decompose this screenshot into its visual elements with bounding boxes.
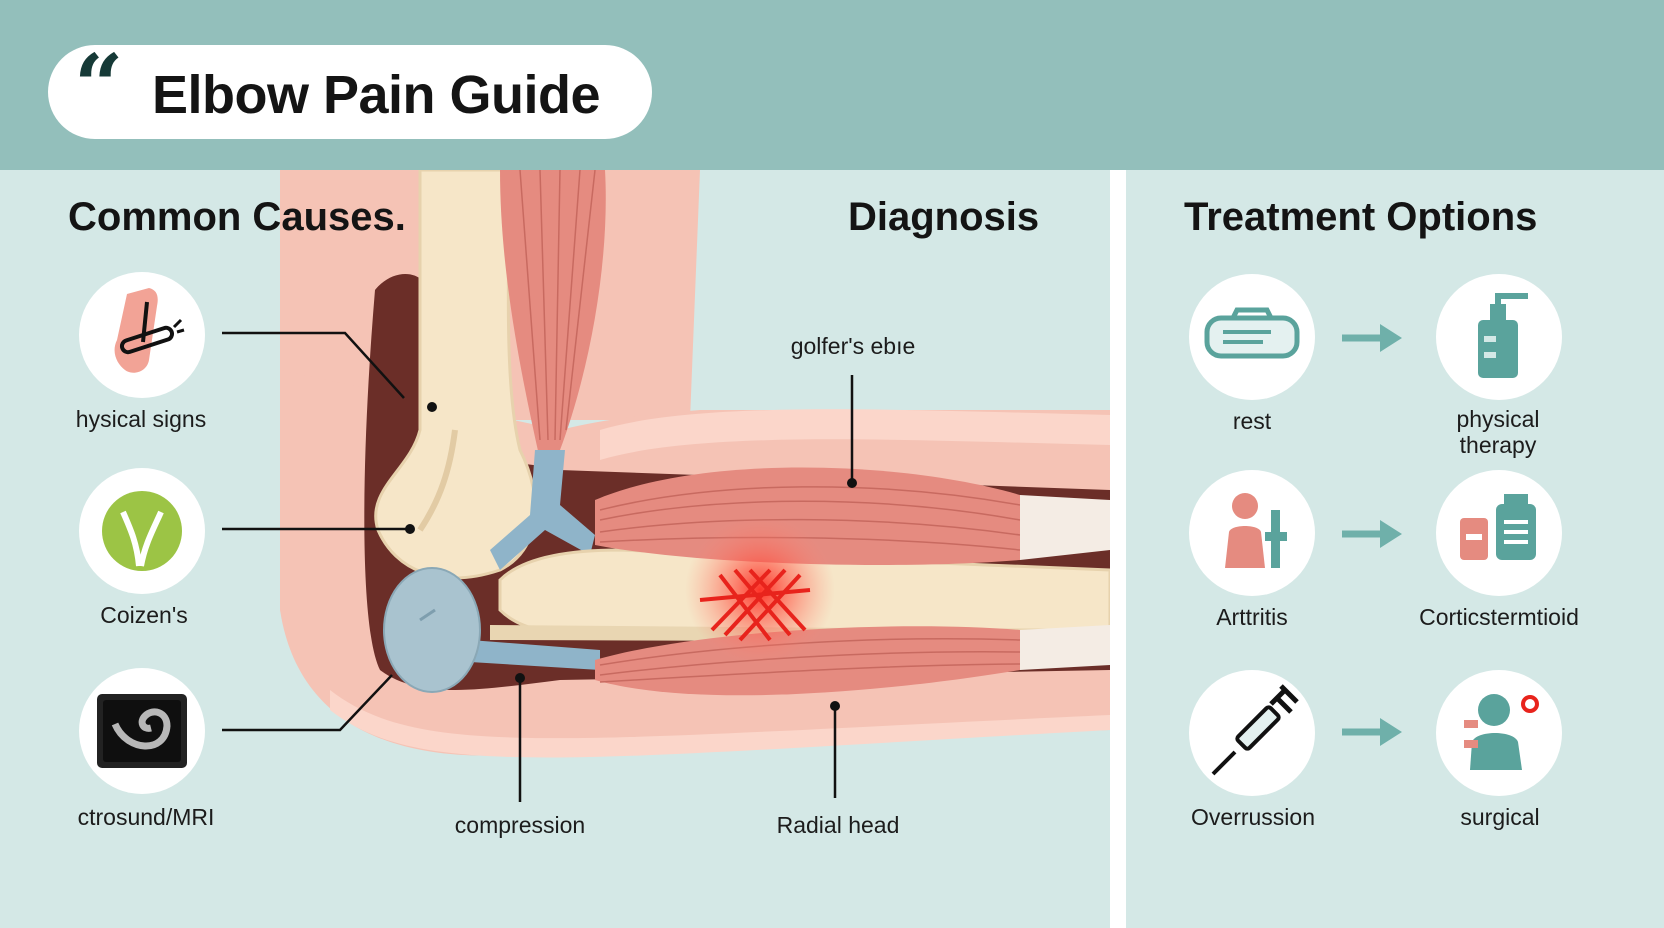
surgeon-icon [1464,694,1539,770]
quote-mark-icon: “ [74,36,124,137]
treatment-label-therapy-line-2: therapy [1459,432,1537,458]
panel-divider [1110,170,1126,928]
syringe-icon [1211,684,1299,776]
arrow-right-icon [1342,324,1402,352]
diagram-label-radial-head: Radial head [776,812,900,838]
wrist-tendons-upper [1020,495,1110,560]
treatment-circle-arthritis [1189,470,1315,596]
callout-lines [222,331,854,802]
section-heading-diagnosis: Diagnosis [848,195,1040,239]
cause-label-coizens: Coizen's [100,602,188,628]
lower-tendon [470,640,600,670]
pump-bottle-icon [1478,293,1528,378]
diagram-panel: Common Causes. Diagnosis hysical signs C… [0,170,1110,928]
biceps-fibers [519,170,596,441]
arm-pain-icon [114,288,185,373]
leaf-icon [102,491,182,571]
person-pain-icon [1225,493,1287,568]
header-banner: “ Elbow Pain Guide [0,0,1664,170]
treatment-circle-overuse [1189,670,1315,796]
treatment-circle-rest [1189,274,1315,400]
cause-circle-coizens [79,468,205,594]
treatment-panel: Treatment Options rest physical therapy [1126,170,1664,928]
cause-circle-physical [79,272,205,398]
arrow-right-icon [1342,520,1402,548]
treatment-label-overuse: Overrussion [1191,804,1315,830]
skin-highlight [600,409,1110,460]
section-heading-treatment: Treatment Options [1184,195,1538,239]
upper-tendon [490,450,595,570]
treatment-label-rest: rest [1232,408,1272,434]
elbow-anatomy-illustration [222,170,1110,802]
wrist-tendons-lower [1020,625,1110,670]
treatment-label-therapy-line-1: physical [1456,406,1540,432]
diagram-label-compression: compression [454,812,586,838]
ice-pack-icon [1204,307,1300,359]
title-pill [48,45,652,139]
treatment-label-arthritis: Arttritis [1216,604,1288,630]
radial-head [383,567,481,693]
treatment-label-surgical: surgical [1460,804,1540,830]
ultrasound-monitor-icon [97,694,187,768]
treatment-circle-corticosteroid [1436,470,1562,596]
humerus-bone [374,170,537,580]
treatment-label-therapy: physical therapy [1456,406,1539,458]
skin-lower-highlight [330,690,1110,758]
diagram-label-golfers: golfer's ebıe [790,333,916,359]
cause-label-imaging: ctrosund/MRI [77,804,215,830]
treatment-circle-therapy [1436,274,1562,400]
lower-forearm-muscle [595,626,1020,696]
treatment-label-corticosteroid: Corticstermtioid [1419,604,1579,630]
section-heading-causes: Common Causes. [68,195,406,239]
callout-dots [405,402,857,711]
medication-icon [1460,494,1536,560]
cause-label-physical: hysical signs [75,406,207,432]
cause-circle-imaging [79,668,205,794]
radial-head-shine [419,608,436,622]
inflammation-glow [685,515,835,665]
treatment-circle-surgical [1436,670,1562,796]
bone-shading [417,429,458,532]
arrow-right-icon [1342,718,1402,746]
page-title: Elbow Pain Guide [152,65,601,125]
biceps-muscle [500,170,606,460]
inflammation-marks [699,568,811,642]
